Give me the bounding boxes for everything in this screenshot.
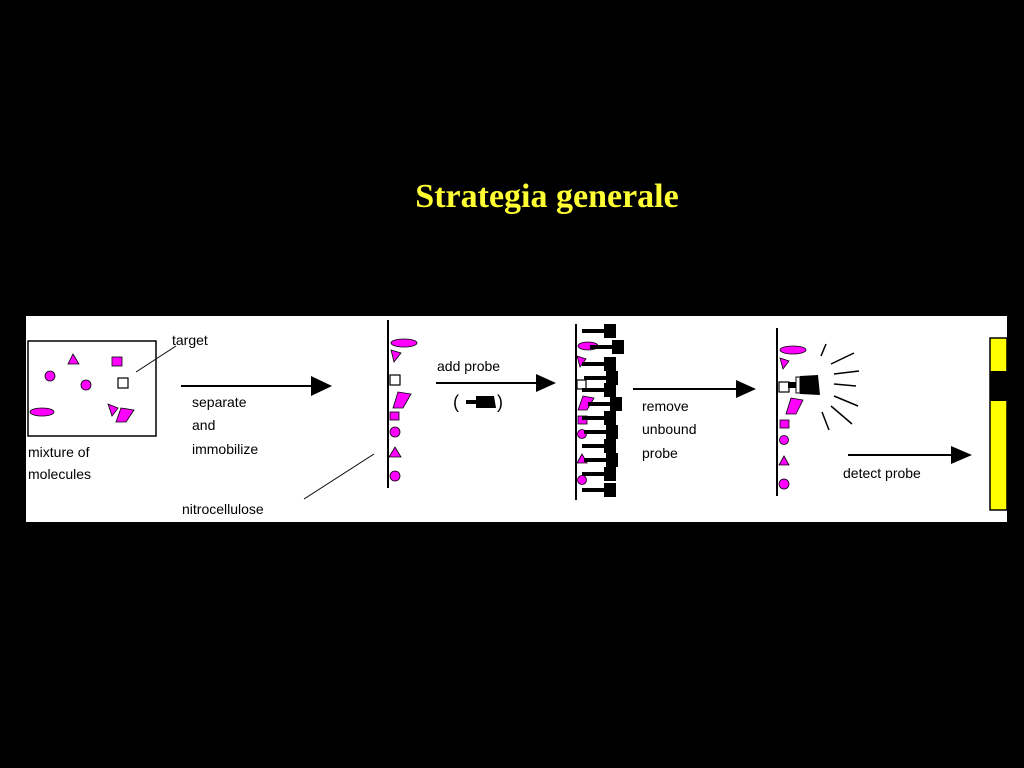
membrane-with-probes — [575, 324, 624, 500]
arrow-icon — [181, 376, 332, 396]
target-label: target — [172, 332, 208, 348]
slide-title: Strategia generale — [415, 178, 679, 215]
arrow-icon — [633, 380, 756, 398]
separate-label-line1: separate — [192, 394, 247, 410]
remove-label-line2: unbound — [642, 421, 697, 437]
detect-probe-label: detect probe — [843, 465, 921, 481]
bound-probe-icon — [788, 375, 820, 395]
result-strip — [989, 337, 1007, 511]
probe-icon — [466, 396, 496, 408]
separate-label-line3: immobilize — [192, 441, 259, 457]
diagram-graphics — [27, 320, 1007, 511]
arrow-icon — [436, 374, 556, 392]
separate-label-line2: and — [192, 417, 216, 433]
remove-label-line3: probe — [642, 445, 678, 461]
add-probe-label: add probe — [437, 358, 501, 374]
membrane-separated — [387, 320, 418, 488]
signal-rays-icon — [820, 343, 860, 431]
close-paren: ) — [497, 392, 503, 412]
target-pointer-line — [135, 345, 177, 373]
remove-label-line1: remove — [642, 398, 689, 414]
open-paren: ( — [453, 392, 459, 412]
mixture-label-line1: mixture of — [28, 444, 90, 460]
nitrocellulose-pointer-line — [303, 453, 375, 500]
arrow-icon — [848, 446, 972, 464]
mixture-box — [27, 340, 177, 437]
blot-strategy-diagram: target mixture of molecules separate and… — [26, 316, 1007, 522]
mixture-label-line2: molecules — [28, 466, 92, 482]
membrane-bound-probe — [776, 328, 820, 496]
target-molecule — [117, 377, 129, 389]
nitrocellulose-label: nitrocellulose — [182, 501, 264, 517]
